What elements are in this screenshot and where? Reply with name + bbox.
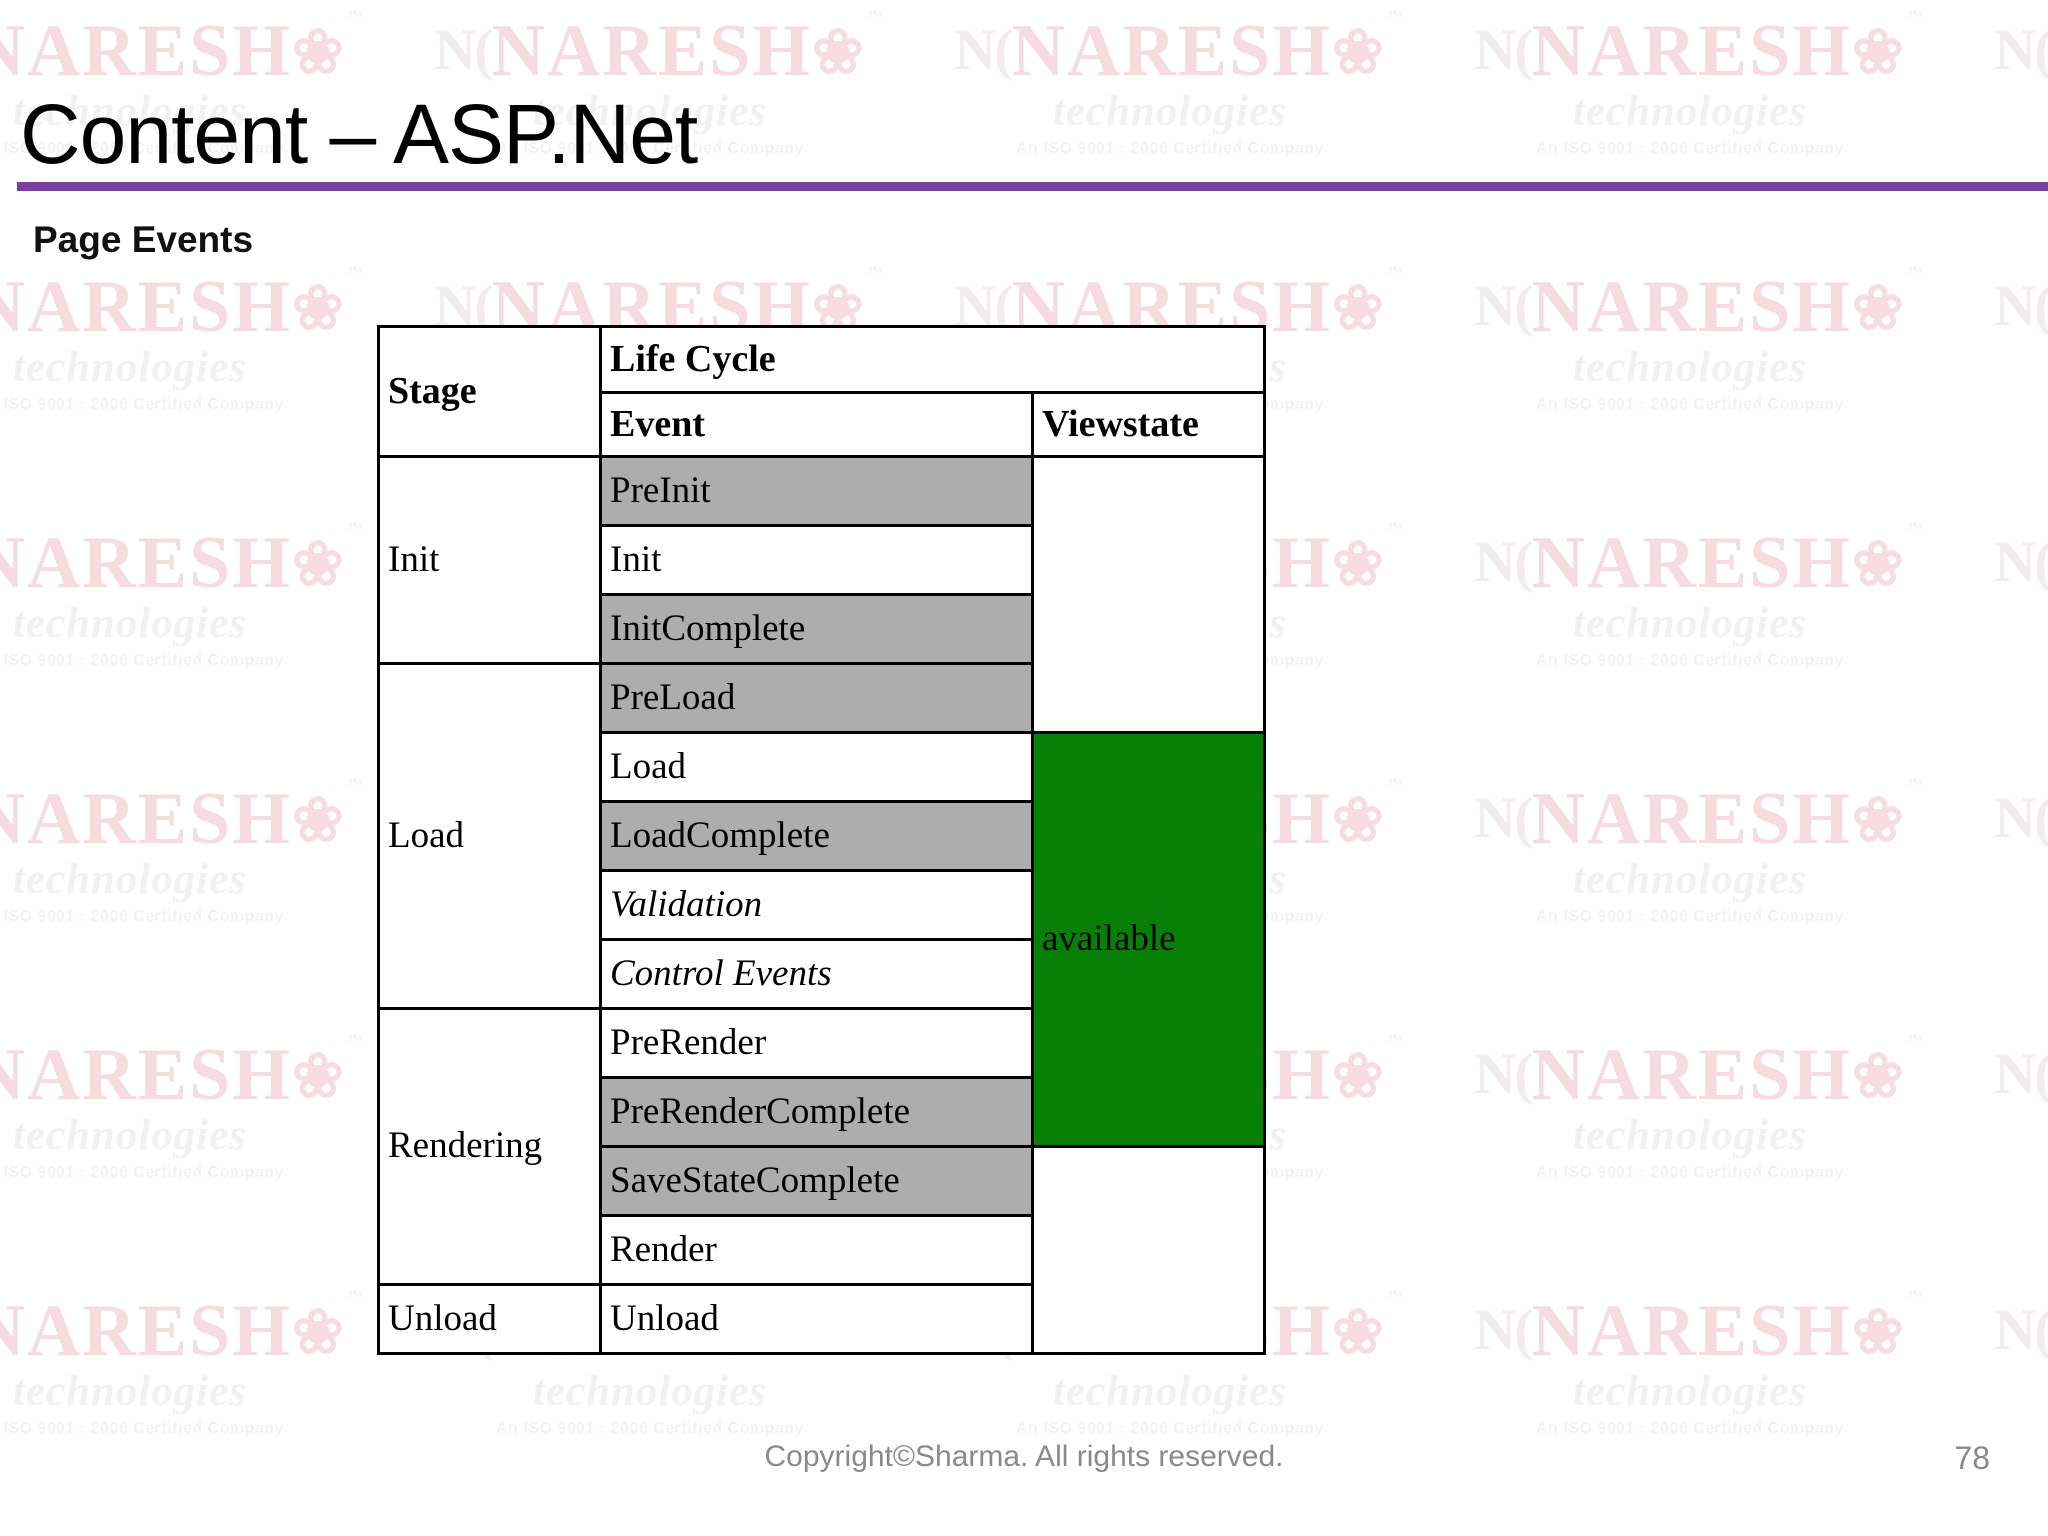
table-row: LoadComplete (379, 800, 1265, 872)
event-cell: Unload (599, 1283, 1034, 1355)
stage-cell: Rendering (377, 1007, 602, 1286)
footer-copyright: Copyright©Sharma. All rights reserved. (764, 1440, 1284, 1473)
event-cell: Init (599, 524, 1034, 596)
table-row: Control Events (379, 938, 1265, 1010)
stage-cell: Load (377, 662, 602, 1010)
event-cell: Control Events (599, 938, 1034, 1010)
table-row: InitComplete (379, 593, 1265, 665)
table-row: PreRenderComplete (379, 1076, 1265, 1148)
event-cell: PreRender (599, 1007, 1034, 1079)
table-row: Render (379, 1214, 1265, 1286)
event-cell: LoadComplete (599, 800, 1034, 872)
event-cell: PreInit (599, 455, 1034, 527)
column-header-life-cycle: Life Cycle (599, 325, 1266, 394)
stage-cell: Init (377, 455, 602, 665)
footer-page-number: 78 (1954, 1440, 1990, 1476)
event-cell: Render (599, 1214, 1034, 1286)
event-cell: Load (599, 731, 1034, 803)
page-title: Content – ASP.Net (20, 87, 698, 181)
table-row: Init (379, 524, 1265, 596)
table-row: SaveStateComplete (379, 1145, 1266, 1355)
stage-cell: Unload (377, 1283, 602, 1355)
viewstate-cell: available (1031, 731, 1266, 1148)
title-underline-rule (17, 182, 2048, 191)
event-cell: InitComplete (599, 593, 1034, 665)
event-cell: Validation (599, 869, 1034, 941)
event-cell: PreLoad (599, 662, 1034, 734)
event-cell: PreRenderComplete (599, 1076, 1034, 1148)
section-subtitle: Page Events (33, 219, 254, 260)
column-header-event: Event (599, 391, 1034, 458)
column-header-stage: Stage (377, 325, 602, 458)
table-row: Validation (379, 869, 1265, 941)
column-header-viewstate: Viewstate (1031, 391, 1266, 458)
viewstate-cell (1031, 455, 1266, 734)
event-cell: SaveStateComplete (599, 1145, 1034, 1217)
viewstate-cell (1031, 1145, 1266, 1355)
